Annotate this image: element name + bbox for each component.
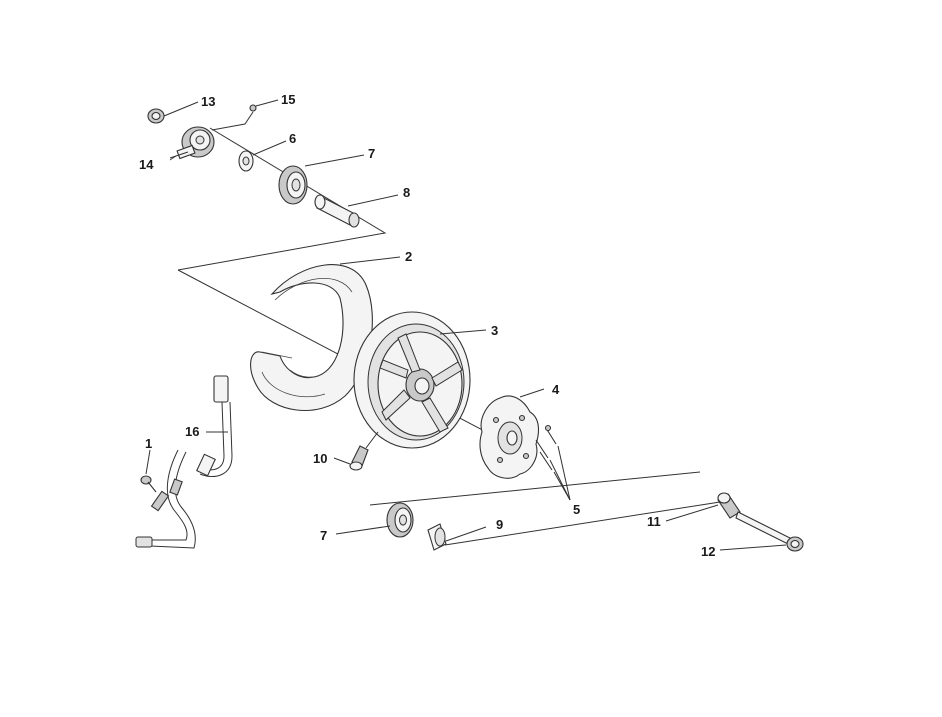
speedometer-gear-part-14 xyxy=(169,126,215,161)
screw-part-15 xyxy=(211,104,257,131)
callout-leaders xyxy=(145,99,787,551)
brake-disc-part-4 xyxy=(479,395,540,479)
bearing-part-7-lower xyxy=(386,502,414,538)
assembly-axis-lines xyxy=(177,127,721,546)
disc-bolts-part-5 xyxy=(535,424,571,501)
callout-16: 16 xyxy=(185,424,199,439)
callout-labels: 1 2 3 4 5 6 7 7 8 9 10 11 12 13 14 15 16 xyxy=(139,92,715,559)
callout-1: 1 xyxy=(145,436,152,451)
callout-7-lower: 7 xyxy=(320,528,327,543)
callout-14: 14 xyxy=(139,157,154,172)
speedometer-cable-part-16 xyxy=(135,375,233,549)
callout-7-upper: 7 xyxy=(368,146,375,161)
spacer-part-8 xyxy=(314,194,360,228)
bolt-part-1 xyxy=(140,475,157,493)
collar-part-9 xyxy=(427,523,447,551)
callout-8: 8 xyxy=(403,185,410,200)
callout-5: 5 xyxy=(573,502,580,517)
callout-9: 9 xyxy=(496,517,503,532)
callout-10: 10 xyxy=(313,451,327,466)
valve-part-10 xyxy=(349,431,379,471)
callout-13: 13 xyxy=(201,94,215,109)
wheel-rim-part-3 xyxy=(353,311,471,449)
callout-3: 3 xyxy=(491,323,498,338)
callout-11: 11 xyxy=(647,514,661,529)
tire-part-2 xyxy=(250,264,373,411)
callout-15: 15 xyxy=(281,92,295,107)
callout-2: 2 xyxy=(405,249,412,264)
axle-nut-part-12 xyxy=(786,536,804,552)
nut-part-13 xyxy=(147,108,165,124)
callout-6: 6 xyxy=(289,131,296,146)
callout-12: 12 xyxy=(701,544,715,559)
bearing-part-7-upper xyxy=(278,165,308,205)
washer-part-6 xyxy=(238,150,254,172)
callout-4: 4 xyxy=(552,382,560,397)
axle-part-11 xyxy=(717,492,791,545)
